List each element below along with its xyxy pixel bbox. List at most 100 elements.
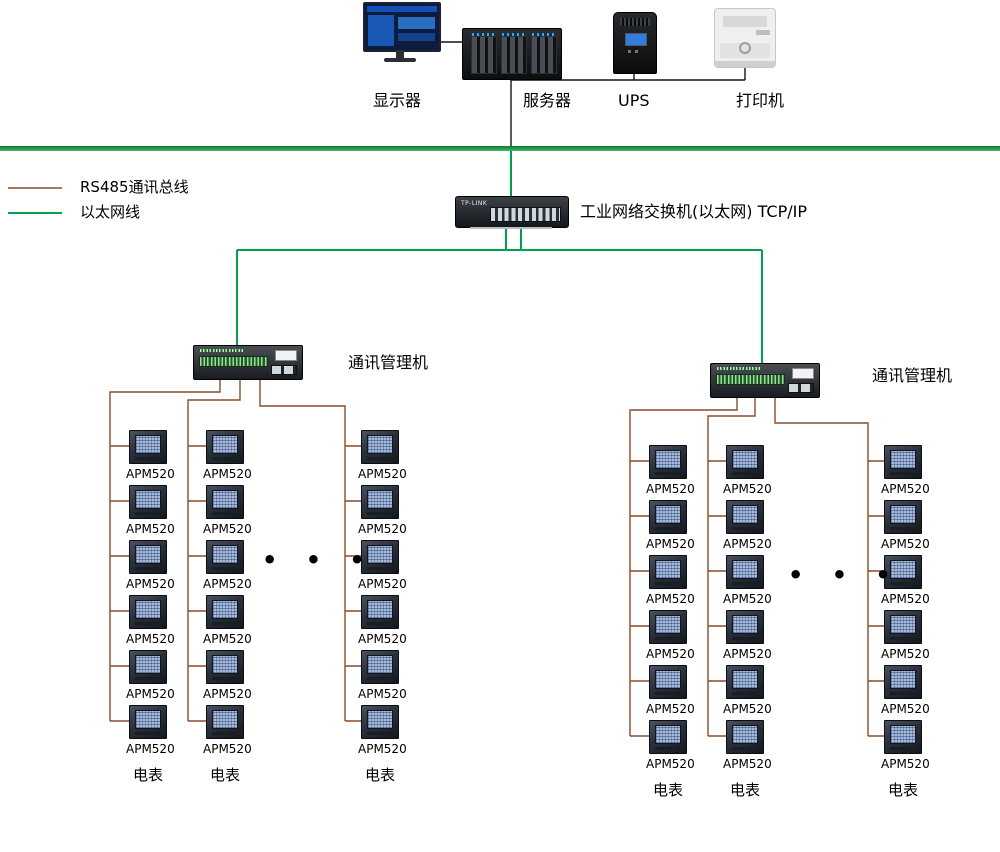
meter-unit: APM520 xyxy=(881,720,930,775)
meter-unit: APM520 xyxy=(723,445,772,500)
server-led-row xyxy=(532,33,556,36)
apm520-meter xyxy=(206,595,244,629)
apm520-meter xyxy=(726,610,764,644)
apm520-meter xyxy=(884,720,922,754)
meter-screen xyxy=(655,725,681,744)
apm520-meter xyxy=(649,555,687,589)
meter-label: APM520 xyxy=(358,742,407,756)
meter-base xyxy=(212,622,238,625)
meter-label: APM520 xyxy=(646,482,695,496)
meter-unit: APM520 xyxy=(126,540,175,595)
meter-column-footer: 电表 xyxy=(729,781,760,799)
meter-label: APM520 xyxy=(881,702,930,716)
meter-screen xyxy=(135,490,161,509)
meter-base xyxy=(732,637,758,640)
comm-manager-led-row xyxy=(717,367,761,370)
meter-base xyxy=(212,677,238,680)
meter-unit: APM520 xyxy=(358,430,407,485)
server-device xyxy=(462,28,562,80)
meter-unit: APM520 xyxy=(126,705,175,760)
meter-unit: APM520 xyxy=(646,445,695,500)
ellipsis-right: • • • xyxy=(788,561,901,589)
meter-screen xyxy=(655,670,681,689)
meter-unit: APM520 xyxy=(203,430,252,485)
meter-label: APM520 xyxy=(126,522,175,536)
meter-base xyxy=(135,457,161,460)
switch-label: 工业网络交换机(以太网) TCP/IP xyxy=(580,202,807,221)
meter-label: APM520 xyxy=(126,687,175,701)
meter-screen xyxy=(212,655,238,674)
ellipsis-left: • • • xyxy=(262,546,375,574)
meter-label: APM520 xyxy=(646,757,695,771)
meter-unit: APM520 xyxy=(126,595,175,650)
meter-screen xyxy=(890,615,916,634)
meter-unit: APM520 xyxy=(203,485,252,540)
meter-label: APM520 xyxy=(126,467,175,481)
meter-unit: APM520 xyxy=(358,595,407,650)
meter-label: APM520 xyxy=(203,577,252,591)
printer-base xyxy=(715,61,775,67)
meter-base xyxy=(890,747,916,750)
meter-unit: APM520 xyxy=(723,500,772,555)
apm520-meter xyxy=(361,485,399,519)
meter-unit: APM520 xyxy=(723,610,772,665)
apm520-meter xyxy=(129,705,167,739)
meter-screen xyxy=(732,615,758,634)
meter-base xyxy=(367,457,393,460)
meter-unit: APM520 xyxy=(646,555,695,610)
meter-base xyxy=(890,582,916,585)
ethernet-backbone xyxy=(0,146,1000,151)
meter-unit: APM520 xyxy=(646,500,695,555)
meter-base xyxy=(655,582,681,585)
monitor-device xyxy=(363,2,441,52)
printer-control-panel xyxy=(756,30,770,35)
meter-base xyxy=(655,692,681,695)
meter-label: APM520 xyxy=(358,632,407,646)
meter-unit: APM520 xyxy=(646,665,695,720)
apm520-meter xyxy=(726,555,764,589)
meter-unit: APM520 xyxy=(723,555,772,610)
meter-column-footer: 电表 xyxy=(887,781,918,799)
meter-screen xyxy=(890,725,916,744)
meter-base xyxy=(135,567,161,570)
comm-manager-ports xyxy=(271,365,297,375)
meter-screen xyxy=(732,670,758,689)
meter-label: APM520 xyxy=(358,687,407,701)
meter-column-footer: 电表 xyxy=(132,766,163,784)
meter-screen xyxy=(890,450,916,469)
monitor-screen-panel xyxy=(368,15,394,46)
meter-label: APM520 xyxy=(881,647,930,661)
apm520-meter xyxy=(129,485,167,519)
meter-unit: APM520 xyxy=(126,430,175,485)
meter-base xyxy=(367,567,393,570)
server-led-row xyxy=(472,33,496,36)
meter-base xyxy=(367,732,393,735)
meter-base xyxy=(732,582,758,585)
meter-screen xyxy=(135,710,161,729)
server-module xyxy=(531,33,557,74)
meter-unit: APM520 xyxy=(358,485,407,540)
meter-base xyxy=(135,622,161,625)
apm520-meter xyxy=(129,595,167,629)
monitor-screen-chart xyxy=(398,17,435,29)
meter-screen xyxy=(367,600,393,619)
comm-manager-label-chip xyxy=(792,368,814,379)
meter-screen xyxy=(212,600,238,619)
meter-base xyxy=(732,747,758,750)
comm-manager-ports xyxy=(788,383,814,393)
meter-label: APM520 xyxy=(358,522,407,536)
comm-manager-label-left: 通讯管理机 xyxy=(348,353,429,372)
meter-screen xyxy=(890,670,916,689)
meter-unit: APM520 xyxy=(723,665,772,720)
apm520-meter xyxy=(884,445,922,479)
meter-unit: APM520 xyxy=(126,650,175,705)
apm520-meter xyxy=(361,650,399,684)
legend-ethernet-label: 以太网线 xyxy=(80,203,141,221)
meter-base xyxy=(212,732,238,735)
apm520-meter xyxy=(726,500,764,534)
